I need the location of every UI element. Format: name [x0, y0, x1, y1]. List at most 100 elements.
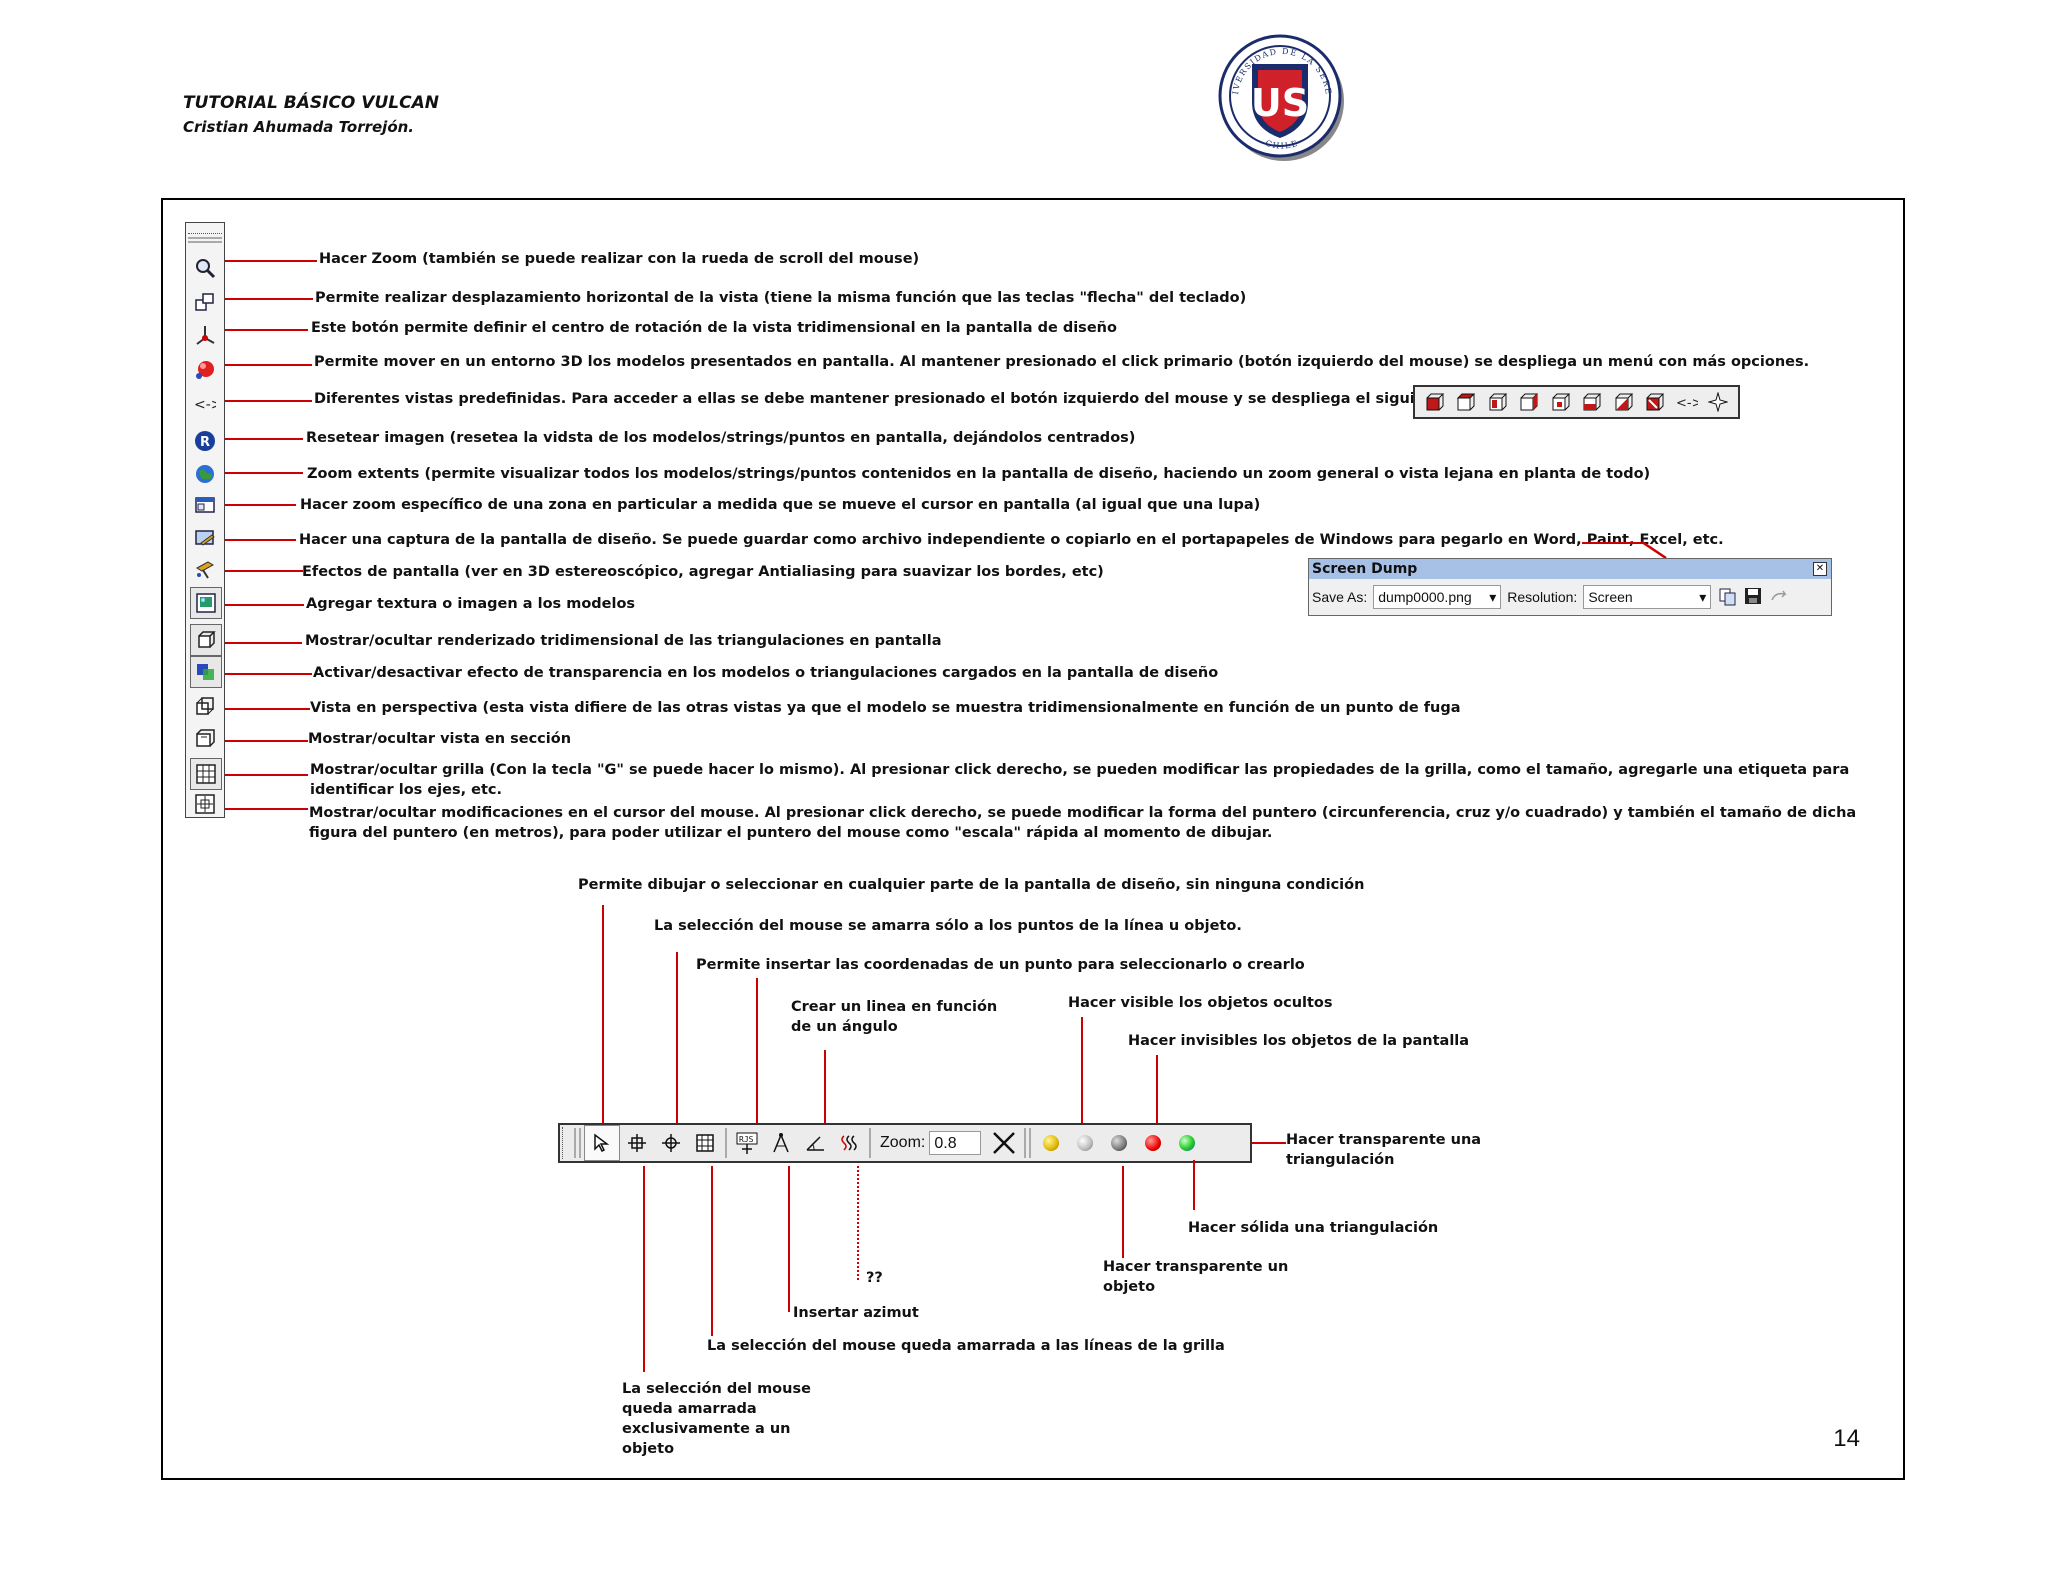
zoom-extents-icon[interactable]	[190, 459, 220, 489]
resolution-combo[interactable]: Screen ▾	[1583, 585, 1712, 609]
label-solid-triangulation: Hacer sólida una triangulación	[1188, 1220, 1439, 1236]
send-icon[interactable]	[1769, 586, 1789, 609]
free-select-icon[interactable]	[584, 1125, 620, 1161]
label-zoom-extents: Zoom extents (permite visualizar todos l…	[307, 466, 1651, 482]
azimuth-icon[interactable]	[764, 1126, 798, 1160]
view-cube-icon[interactable]	[1613, 391, 1635, 413]
snap-point-icon[interactable]	[654, 1126, 688, 1160]
render-icon[interactable]	[190, 624, 222, 656]
label-transparent-triangulation: Hacer transparente una triangulación	[1286, 1132, 1482, 1168]
view-cube-icon[interactable]	[1487, 391, 1509, 413]
solid-triangulation-icon[interactable]	[1136, 1126, 1170, 1160]
label-zoom: Hacer Zoom (también se puede realizar co…	[319, 251, 920, 267]
svg-text:<->: <->	[194, 397, 216, 413]
label-magnifier-zone: Hacer zoom específico de una zona en par…	[300, 497, 1261, 513]
snap-object-icon[interactable]	[620, 1126, 654, 1160]
label-snap-grid: La selección del mouse queda amarrada a …	[707, 1338, 1225, 1354]
svg-text:RJS: RJS	[739, 1135, 754, 1144]
label-texture: Agregar textura o imagen a los modelos	[306, 596, 636, 612]
transparency-icon[interactable]	[190, 656, 222, 688]
grid-icon[interactable]	[190, 758, 222, 790]
chevron-down-icon: ▾	[1699, 589, 1707, 605]
perspective-icon[interactable]	[190, 691, 220, 721]
view-cube-icon[interactable]	[1424, 391, 1446, 413]
transparent-triangulation-icon[interactable]	[1170, 1126, 1204, 1160]
save-as-combo[interactable]: dump0000.png ▾	[1373, 585, 1502, 609]
unknown-tool-icon[interactable]	[832, 1126, 866, 1160]
label-perspective: Vista en perspectiva (esta vista difiere…	[310, 700, 1461, 716]
document-author: Cristian Ahumada Torrejón.	[183, 118, 415, 136]
coordinates-icon[interactable]: RJS	[730, 1126, 764, 1160]
snap-toolbar: RJS Zoom: 0.8	[558, 1123, 1252, 1163]
hide-objects-icon[interactable]	[1068, 1126, 1102, 1160]
label-show-hidden: Hacer visible los objetos ocultos	[1068, 995, 1333, 1011]
toolbar-grip[interactable]	[188, 225, 222, 234]
view-compass-icon[interactable]	[1707, 391, 1729, 413]
toolbar-grip[interactable]	[562, 1127, 571, 1159]
leader-arrow	[1641, 540, 1667, 560]
clear-x-icon[interactable]	[987, 1126, 1021, 1160]
texture-icon[interactable]	[190, 587, 222, 619]
angle-line-icon[interactable]	[798, 1126, 832, 1160]
screen-effects-icon[interactable]	[190, 554, 220, 584]
label-screen-capture: Hacer una captura de la pantalla de dise…	[299, 532, 1724, 548]
label-transparency: Activar/desactivar efecto de transparenc…	[313, 665, 1219, 681]
rotation-center-icon[interactable]	[190, 320, 220, 350]
screen-capture-icon[interactable]	[190, 523, 220, 553]
view-cube-icon[interactable]	[1644, 391, 1666, 413]
view-toolbar: <-> R	[185, 222, 225, 818]
label-reset: Resetear imagen (resetea la vidsta de lo…	[306, 430, 1136, 446]
document-title: TUTORIAL BÁSICO VULCAN	[183, 93, 439, 113]
predefined-views-icon[interactable]: <->	[190, 389, 220, 419]
university-logo: UNIVERSIDAD DE LA SERENA CHILE US	[1211, 25, 1348, 164]
label-render: Mostrar/ocultar renderizado tridimension…	[305, 633, 942, 649]
label-rotate-3d: Permite mover en un entorno 3D los model…	[314, 354, 1810, 370]
label-snap-object: La selección del mouse queda amarrada ex…	[622, 1381, 811, 1457]
snap-grid-icon[interactable]	[688, 1126, 722, 1160]
view-cube-icon[interactable]	[1581, 391, 1603, 413]
rotate-3d-icon[interactable]	[190, 354, 220, 384]
copy-clipboard-icon[interactable]	[1717, 586, 1737, 609]
label-insert-azimuth: Insertar azimut	[793, 1305, 919, 1321]
save-as-value: dump0000.png	[1378, 589, 1472, 605]
label-angle-line: Crear un linea en función de un ángulo	[791, 999, 998, 1035]
zoom-icon[interactable]	[190, 253, 220, 283]
save-disk-icon[interactable]	[1743, 586, 1763, 609]
zoom-label: Zoom:	[880, 1134, 926, 1151]
chevron-down-icon: ▾	[1489, 589, 1497, 605]
label-screen-effects: Efectos de pantalla (ver en 3D estereosc…	[302, 564, 1104, 580]
svg-text:US: US	[1251, 81, 1309, 125]
predefined-views-menu: <->	[1413, 385, 1740, 419]
save-as-label: Save As:	[1312, 589, 1368, 605]
label-predefined-views: Diferentes vistas predefinidas. Para acc…	[314, 391, 1509, 407]
view-cube-icon[interactable]	[1518, 391, 1540, 413]
svg-text:CHILE: CHILE	[1264, 139, 1299, 151]
pan-icon[interactable]	[190, 287, 220, 317]
view-cube-icon[interactable]	[1550, 391, 1572, 413]
label-snap-points: La selección del mouse se amarra sólo a …	[654, 918, 1242, 934]
resolution-label: Resolution:	[1507, 589, 1578, 605]
label-grid: Mostrar/ocultar grilla (Con la tecla "G"…	[310, 762, 1850, 798]
magnifier-zone-icon[interactable]	[190, 490, 220, 520]
label-free-draw: Permite dibujar o seleccionar en cualqui…	[578, 877, 1365, 893]
section-view-icon[interactable]	[190, 723, 220, 753]
label-transparent-object: Hacer transparente un objeto	[1103, 1259, 1289, 1295]
screen-dump-dialog: Screen Dump ✕ Save As: dump0000.png ▾ Re…	[1308, 558, 1832, 616]
content-frame	[161, 198, 1905, 1480]
close-icon[interactable]: ✕	[1813, 562, 1827, 576]
cursor-mod-icon[interactable]	[190, 789, 220, 819]
label-rotation-center: Este botón permite definir el centro de …	[311, 320, 1117, 336]
view-cube-icon[interactable]	[1455, 391, 1477, 413]
label-cursor-mod: Mostrar/ocultar modificaciones en el cur…	[309, 805, 1857, 841]
svg-text:<->: <->	[1676, 396, 1698, 411]
zoom-input[interactable]: 0.8	[929, 1131, 982, 1155]
label-section-view: Mostrar/ocultar vista en sección	[308, 731, 572, 747]
transparent-object-icon[interactable]	[1102, 1126, 1136, 1160]
view-arrows-icon[interactable]: <->	[1676, 391, 1698, 413]
screen-dump-title: Screen Dump	[1312, 561, 1418, 577]
svg-text:R: R	[200, 435, 210, 450]
reset-icon[interactable]: R	[190, 426, 220, 456]
label-pan: Permite realizar desplazamiento horizont…	[315, 290, 1247, 306]
label-insert-coords: Permite insertar las coordenadas de un p…	[696, 957, 1305, 973]
show-hidden-icon[interactable]	[1034, 1126, 1068, 1160]
